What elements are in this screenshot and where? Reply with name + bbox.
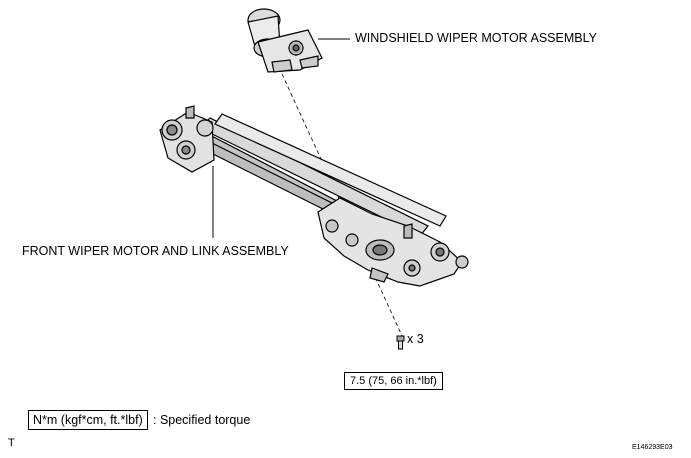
figure-id: E146293E03 bbox=[632, 444, 673, 451]
torque-unit-legend-box: N*m (kgf*cm, ft.*lbf) bbox=[28, 410, 148, 430]
link-assembly-label: FRONT WIPER MOTOR AND LINK ASSEMBLY bbox=[22, 244, 289, 258]
corner-mark: T bbox=[8, 437, 15, 449]
torque-legend-text: : Specified torque bbox=[153, 413, 251, 427]
torque-value-box: 7.5 (75, 66 in.*lbf) bbox=[344, 372, 443, 390]
motor-assembly-label: WINDSHIELD WIPER MOTOR ASSEMBLY bbox=[355, 31, 597, 45]
bolt-quantity-label: x 3 bbox=[407, 332, 424, 346]
link-assembly-drawing bbox=[159, 105, 469, 287]
wiper-motor-drawing bbox=[247, 8, 323, 73]
bolt-icon bbox=[396, 335, 405, 350]
